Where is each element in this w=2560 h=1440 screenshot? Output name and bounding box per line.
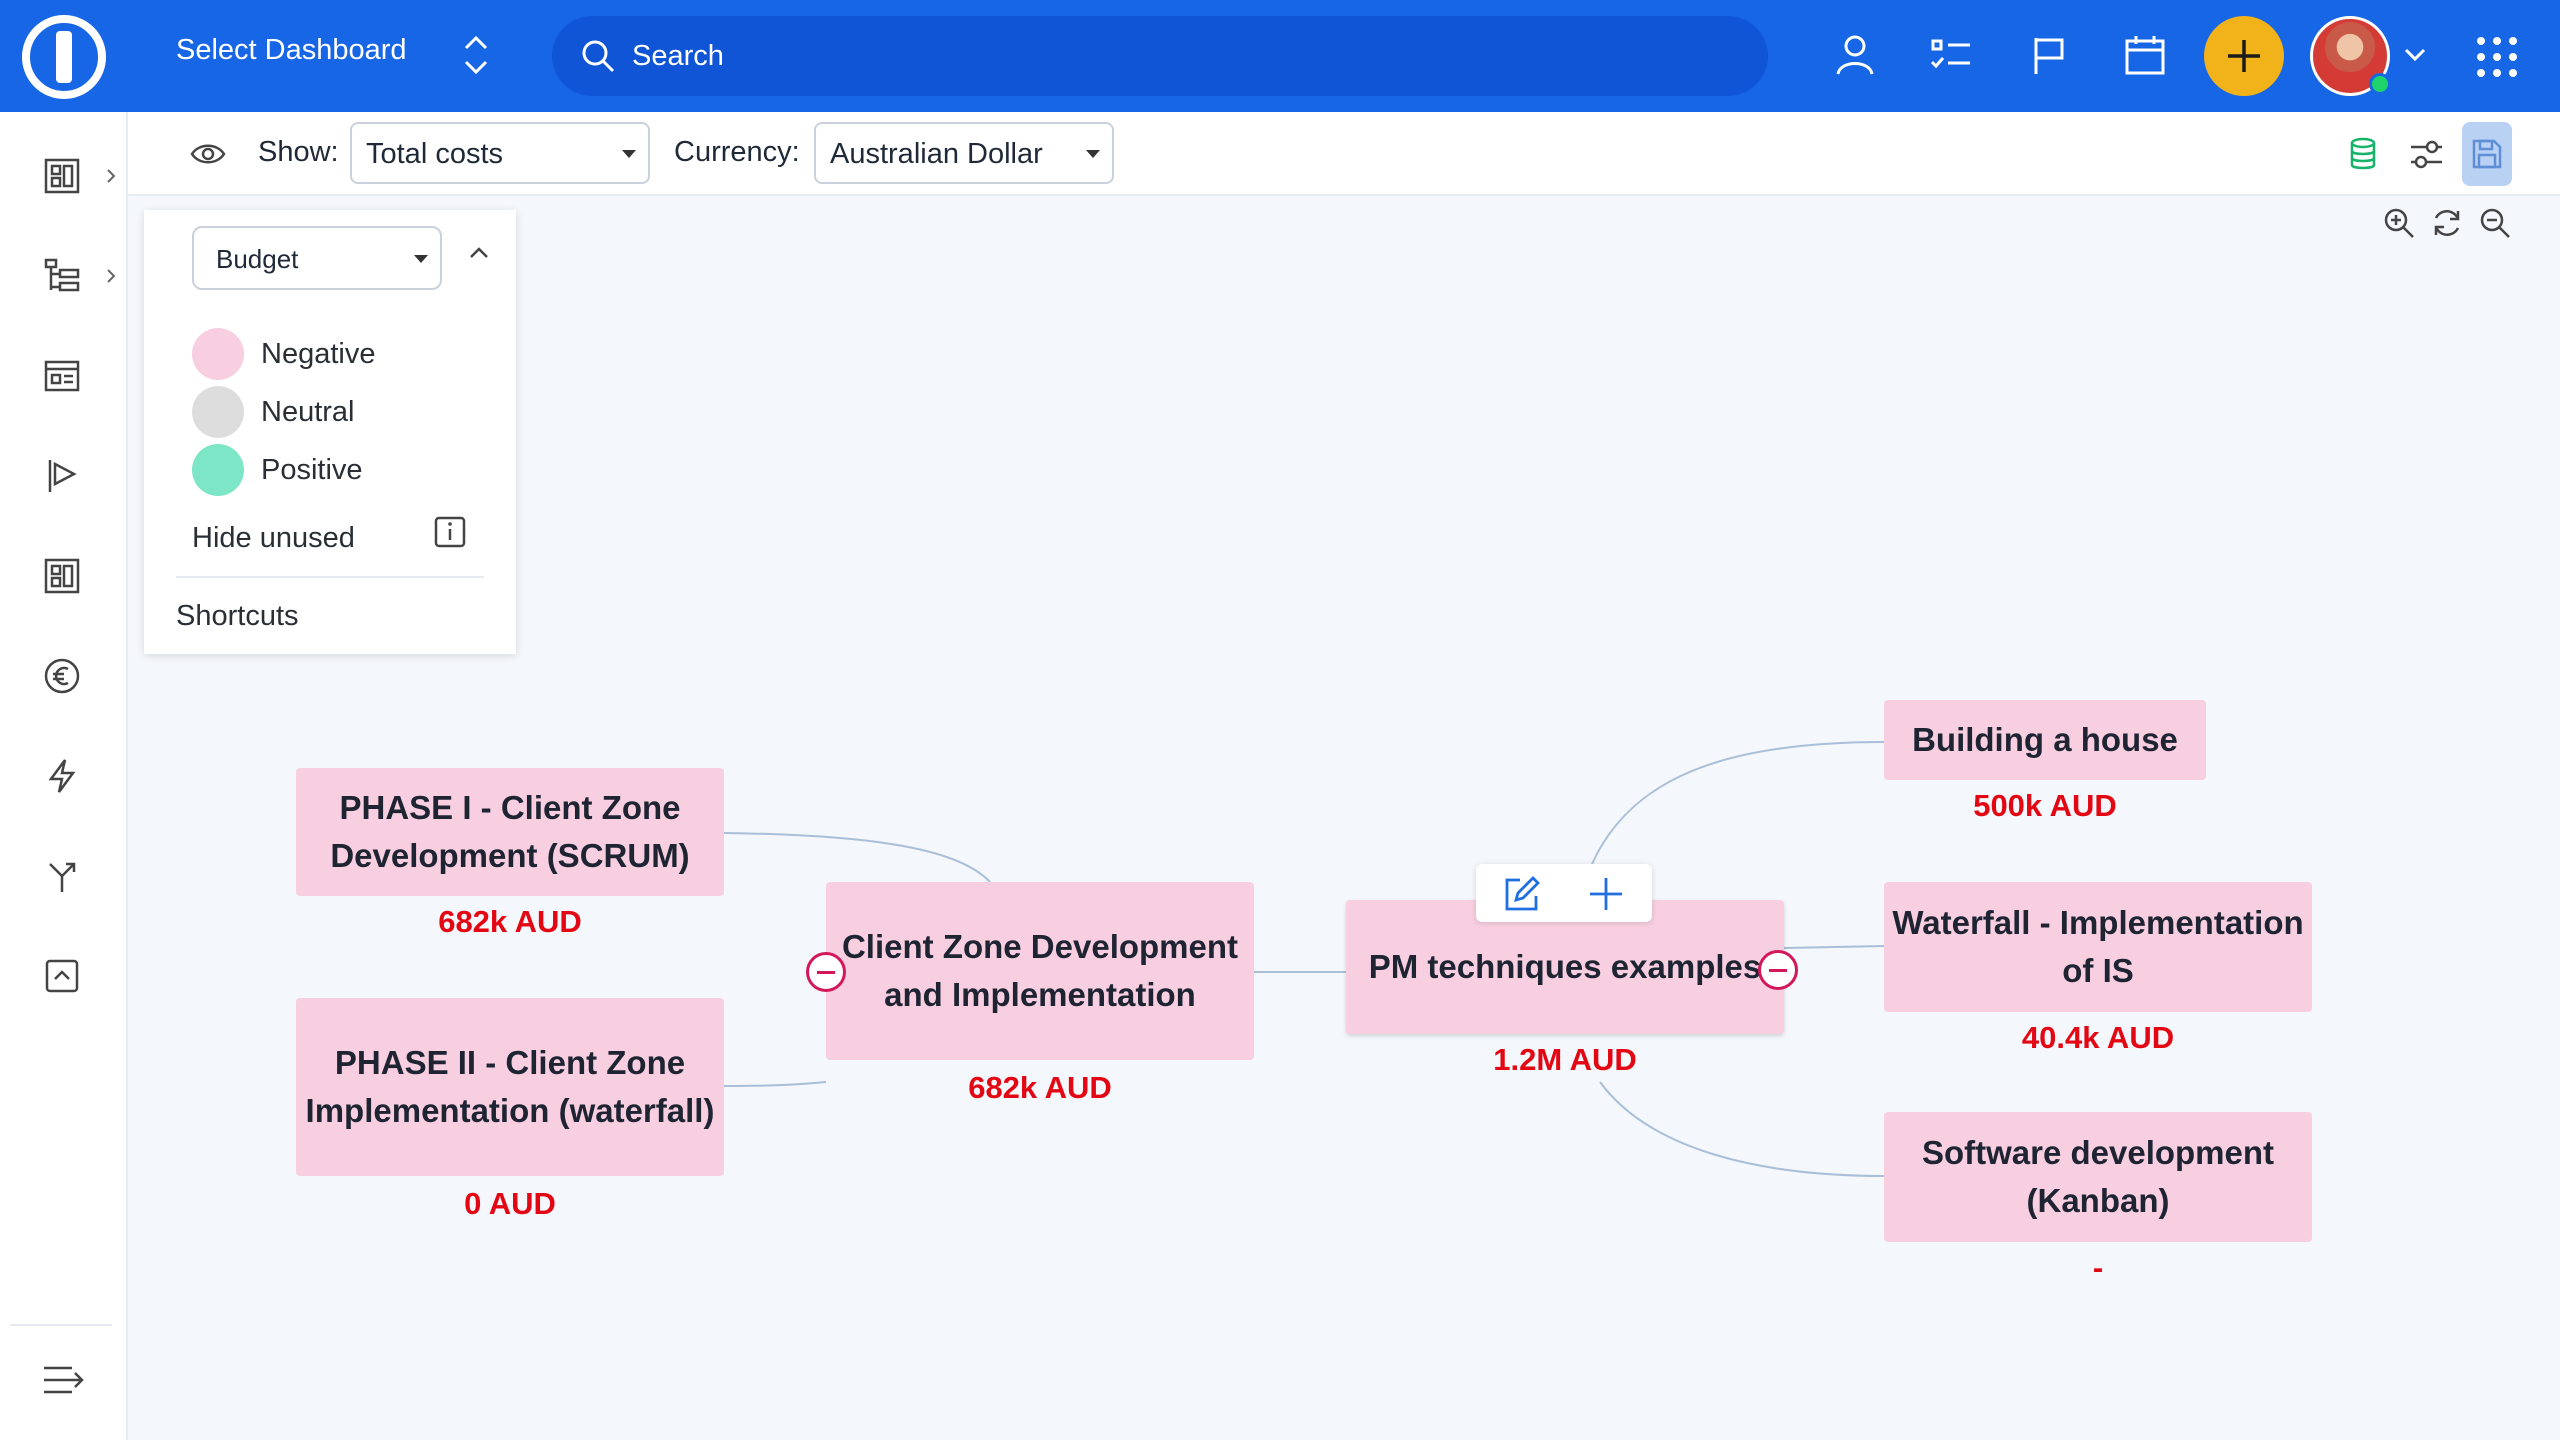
search-icon <box>582 40 615 73</box>
save-button[interactable] <box>2462 122 2512 186</box>
euro-finance-icon[interactable] <box>42 656 82 696</box>
legend-type-select[interactable]: Budget <box>192 226 442 290</box>
left-sidebar <box>0 112 128 1440</box>
legend-divider <box>176 576 484 578</box>
collapse-right-button[interactable] <box>1758 950 1798 990</box>
top-navigation-bar: Select Dashboard Search <box>0 0 2560 112</box>
search-input[interactable]: Search <box>552 16 1768 96</box>
collapse-box-icon[interactable] <box>42 956 82 996</box>
map-toolbar: Show: Total costs Currency: Australian D… <box>128 112 2560 196</box>
edge-waterfall <box>1783 945 1885 949</box>
database-icon[interactable] <box>2348 136 2378 172</box>
legend-item-positive: Positive <box>261 454 363 486</box>
refresh-icon[interactable] <box>2430 206 2464 240</box>
node-action-toolbar <box>1476 864 1652 922</box>
node-client-zone[interactable]: Client Zone Development and Implementati… <box>826 882 1254 1060</box>
show-select[interactable]: Total costs <box>350 122 650 184</box>
legend-panel: Budget Negative Neutral Positive Hide un… <box>144 210 516 654</box>
edit-icon[interactable] <box>1502 874 1542 914</box>
show-label: Show: <box>258 136 339 168</box>
dropdown-caret-icon <box>1086 150 1100 158</box>
search-placeholder: Search <box>632 40 724 72</box>
expand-sidebar-icon[interactable] <box>42 1360 86 1400</box>
node-root[interactable]: PM techniques examples <box>1346 900 1784 1034</box>
node-phase2[interactable]: PHASE II - Client Zone Implementation (w… <box>296 998 724 1176</box>
zoom-in-icon[interactable] <box>2382 206 2416 240</box>
add-child-icon[interactable] <box>1586 874 1626 914</box>
node-waterfall-value: 40.4k AUD <box>2021 1020 2175 1055</box>
node-building-house-value: 500k AUD <box>1973 788 2117 823</box>
show-select-value: Total costs <box>366 138 503 170</box>
hide-unused-toggle[interactable]: Hide unused <box>192 522 355 554</box>
quick-add-button[interactable] <box>2204 16 2284 96</box>
apps-grid-icon[interactable] <box>2474 34 2520 80</box>
merge-branch-icon[interactable] <box>42 856 82 896</box>
node-software-development[interactable]: Software development (Kanban) <box>1884 1112 2312 1242</box>
edge-software <box>1599 1081 1885 1177</box>
sidebar-divider <box>10 1324 112 1326</box>
plus-icon <box>2228 40 2260 72</box>
lightning-icon[interactable] <box>42 756 82 796</box>
edge-phase1 <box>723 832 991 883</box>
node-client-zone-value: 682k AUD <box>968 1070 1112 1105</box>
dashboard-switch-icon[interactable] <box>458 30 494 80</box>
legend-select-value: Budget <box>216 244 299 274</box>
online-status-indicator <box>2369 73 2391 95</box>
filter-settings-icon[interactable] <box>2408 136 2444 172</box>
projects-tree-icon[interactable] <box>42 256 82 296</box>
shortcuts-link[interactable]: Shortcuts <box>176 600 299 632</box>
save-disk-icon <box>2472 139 2502 169</box>
currency-select-value: Australian Dollar <box>830 138 1043 170</box>
boards-icon[interactable] <box>42 356 82 396</box>
tasks-checklist-icon[interactable] <box>1926 30 1976 80</box>
legend-item-neutral: Neutral <box>261 396 355 428</box>
legend-dot-positive <box>192 444 244 496</box>
currency-label: Currency: <box>674 136 800 168</box>
node-root-value: 1.2M AUD <box>1493 1042 1637 1077</box>
node-phase1-value: 682k AUD <box>438 904 582 939</box>
milestone-flag-icon[interactable] <box>42 456 82 496</box>
eye-icon[interactable] <box>190 140 226 168</box>
info-icon[interactable] <box>434 516 466 548</box>
reports-icon[interactable] <box>42 556 82 596</box>
node-waterfall[interactable]: Waterfall - Implementation of IS <box>1884 882 2312 1012</box>
edge-phase2 <box>723 1081 827 1087</box>
expand-arrow-icon[interactable] <box>104 266 118 286</box>
node-phase2-value: 0 AUD <box>464 1186 556 1221</box>
node-phase1[interactable]: PHASE I - Client Zone Development (SCRUM… <box>296 768 724 896</box>
dashboard-icon[interactable] <box>42 156 82 196</box>
flag-icon[interactable] <box>2024 30 2074 80</box>
node-software-development-value: - <box>2092 1250 2104 1285</box>
app-logo[interactable] <box>22 15 106 99</box>
legend-dot-negative <box>192 328 244 380</box>
calendar-icon[interactable] <box>2120 30 2170 80</box>
select-dashboard-label[interactable]: Select Dashboard <box>176 34 407 66</box>
node-building-house[interactable]: Building a house <box>1884 700 2206 780</box>
chevron-up-icon[interactable] <box>468 244 490 260</box>
dropdown-caret-icon <box>414 255 428 263</box>
collapse-left-button[interactable] <box>806 952 846 992</box>
legend-dot-neutral <box>192 386 244 438</box>
dropdown-caret-icon <box>622 150 636 158</box>
legend-item-negative: Negative <box>261 338 376 370</box>
edge-house <box>1591 741 1885 865</box>
expand-arrow-icon[interactable] <box>104 166 118 186</box>
chevron-down-icon[interactable] <box>2402 40 2428 70</box>
zoom-out-icon[interactable] <box>2478 206 2512 240</box>
currency-select[interactable]: Australian Dollar <box>814 122 1114 184</box>
user-avatar[interactable] <box>2310 16 2391 96</box>
user-icon[interactable] <box>1830 30 1880 80</box>
